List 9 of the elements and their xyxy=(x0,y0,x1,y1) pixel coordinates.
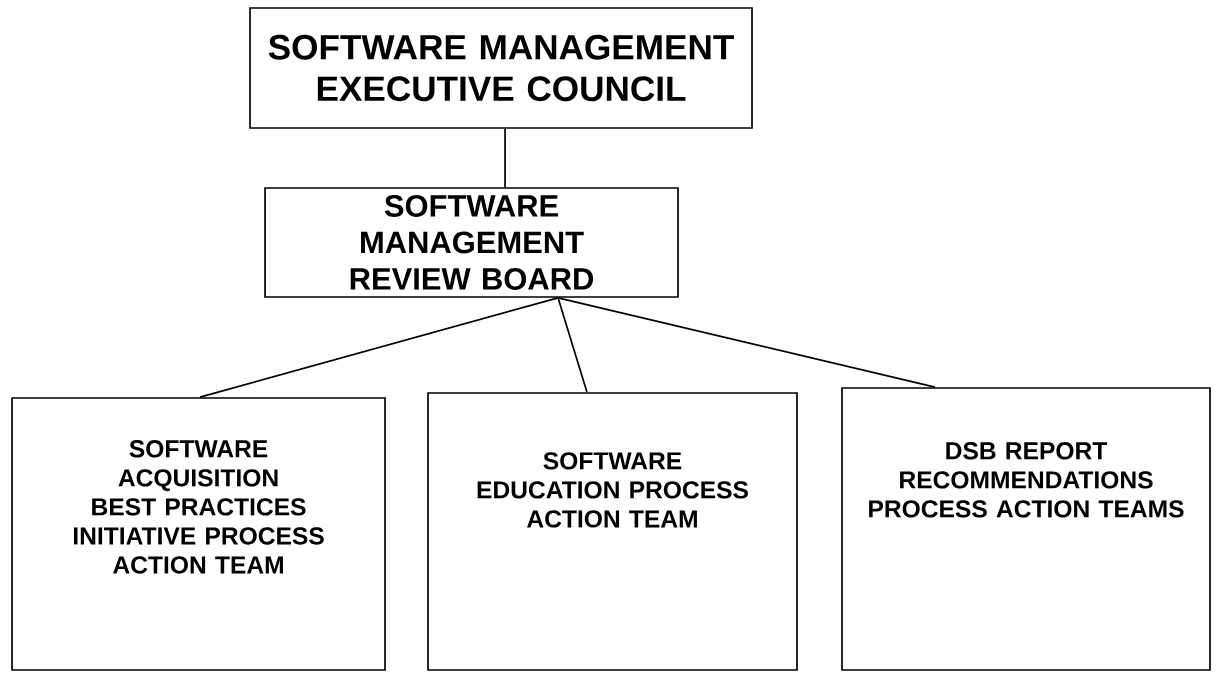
connector-line xyxy=(557,296,588,393)
org-box: SOFTWARE ACQUISITION BEST PRACTICES INITIATIVE PROCESS ACTION TEAM xyxy=(11,397,386,671)
org-box: DSB REPORT RECOMMENDATIONS PROCESS ACTION TEAMS xyxy=(841,387,1211,671)
connector-line xyxy=(557,296,936,388)
org-box: SOFTWARE EDUCATION PROCESS ACTION TEAM xyxy=(427,392,798,671)
connector-line xyxy=(504,128,506,188)
connector-line xyxy=(199,296,559,398)
org-box: SOFTWARE MANAGEMENT EXECUTIVE COUNCIL xyxy=(249,7,753,129)
org-box: SOFTWARE MANAGEMENT REVIEW BOARD xyxy=(264,187,679,298)
